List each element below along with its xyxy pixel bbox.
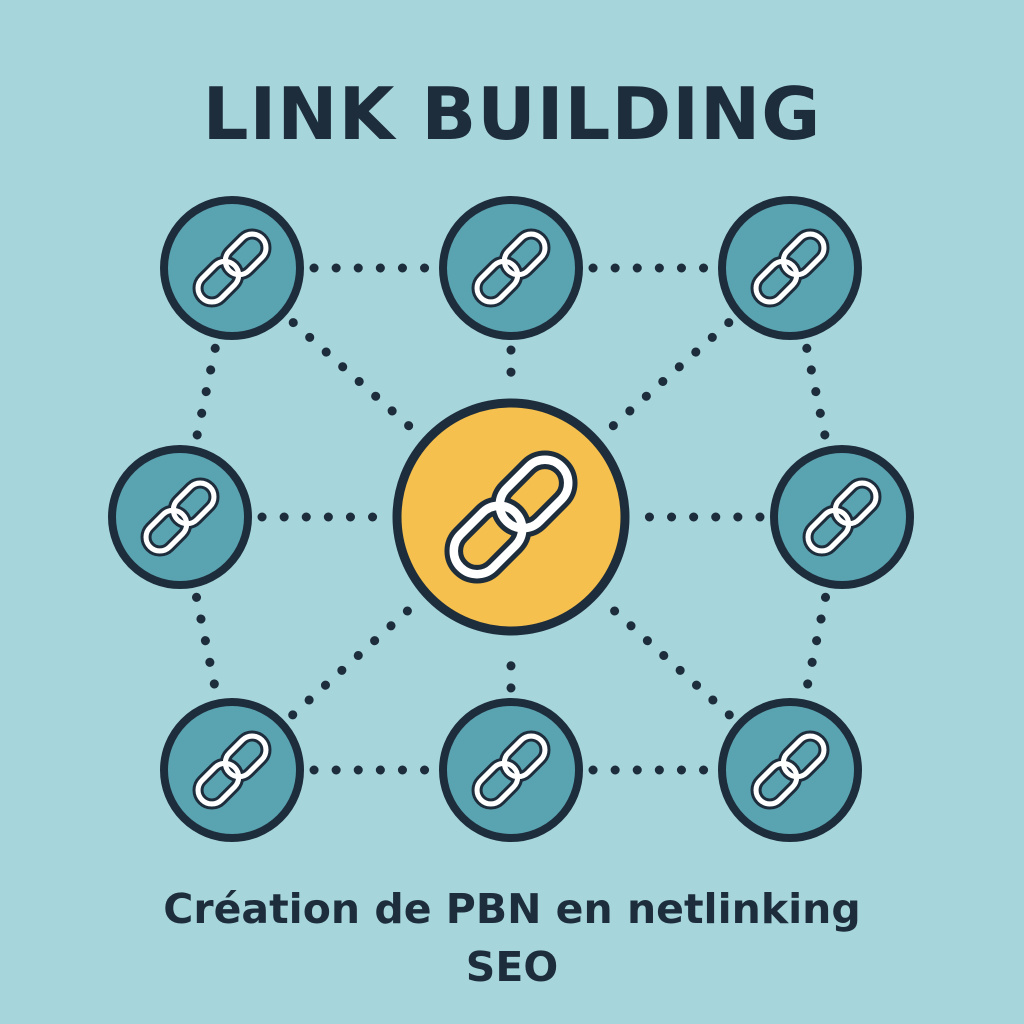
- network-node-top-right: [718, 196, 862, 340]
- chain-link-icon: [802, 477, 882, 557]
- hub-node: [392, 398, 630, 636]
- chain-link-icon: [471, 228, 551, 308]
- subtitle-line-1: Création de PBN en netlinking: [163, 885, 861, 933]
- connection-n-top-right-n-mid-right: [802, 343, 830, 442]
- connection-n-mid-right-n-bottom-right: [802, 592, 830, 695]
- network-node-bottom-left: [160, 698, 304, 842]
- connection-n-top-right-hub: [602, 318, 734, 437]
- network-node-mid-left: [108, 445, 252, 589]
- page-title: LINK BUILDING: [202, 72, 822, 156]
- chain-link-icon: [192, 228, 272, 308]
- network-node-top-left: [160, 196, 304, 340]
- network-node-bottom-center: [439, 698, 583, 842]
- chain-link-icon: [750, 228, 830, 308]
- connection-n-mid-left-n-bottom-left: [192, 592, 220, 695]
- connection-n-top-left-hub: [288, 318, 420, 437]
- chain-link-icon: [444, 450, 578, 584]
- chain-link-icon: [192, 730, 272, 810]
- chain-link-icon: [471, 730, 551, 810]
- subtitle-line-2: SEO: [465, 943, 559, 991]
- network-node-mid-right: [770, 445, 914, 589]
- network-node-bottom-right: [718, 698, 862, 842]
- chain-link-icon: [140, 477, 220, 557]
- network-node-top-center: [439, 196, 583, 340]
- subtitle: Création de PBN en netlinking SEO: [0, 880, 1024, 996]
- connections-layer: [192, 263, 830, 775]
- connection-n-top-left-n-mid-left: [192, 343, 220, 442]
- nodes-layer: [108, 196, 914, 842]
- chain-link-icon: [750, 730, 830, 810]
